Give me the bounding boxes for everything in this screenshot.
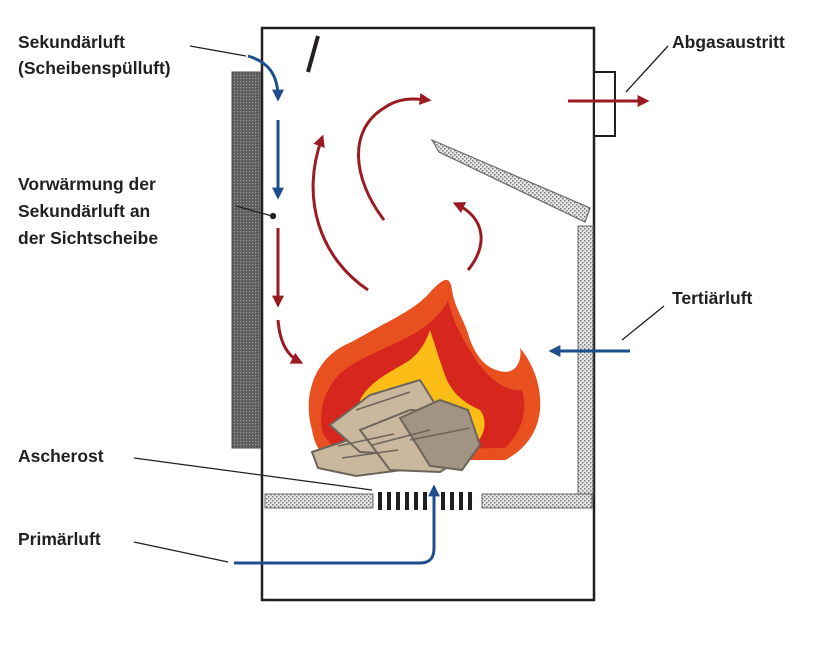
rear-wall <box>577 225 594 499</box>
hot-gas-swirl-top <box>357 93 432 221</box>
floor-plate-right <box>481 493 593 509</box>
tick-mark <box>306 35 320 73</box>
floor-plate-left <box>264 493 374 509</box>
preheated-air-curve-arrow <box>276 319 304 364</box>
label-tertiaerluft: Tertiärluft <box>672 288 753 308</box>
glass-pane <box>231 71 261 449</box>
label-scheibenspuelluft: (Scheibenspülluft) <box>18 58 171 78</box>
ash-grate <box>378 492 472 510</box>
label-vorwaermung-line3: der Sichtscheibe <box>18 228 159 248</box>
leader-lines <box>133 45 669 563</box>
flue-outlet <box>593 71 616 137</box>
label-vorwaermung-line1: Vorwärmung der <box>18 174 156 194</box>
baffle-plate <box>430 138 591 223</box>
label-sekundaerluft: Sekundärluft <box>18 32 125 52</box>
hot-gas-swirl-right <box>452 202 483 271</box>
hot-gas-swirl-left <box>311 134 369 292</box>
label-ascherost: Ascherost <box>18 446 104 466</box>
logs <box>310 378 482 478</box>
label-vorwaermung-line2: Sekundärluft an <box>18 201 151 221</box>
label-abgasaustritt: Abgasaustritt <box>672 32 785 52</box>
label-primaerluft: Primärluft <box>18 529 101 549</box>
secondary-air-arrow <box>247 54 284 102</box>
primary-air-arrow <box>234 484 440 565</box>
